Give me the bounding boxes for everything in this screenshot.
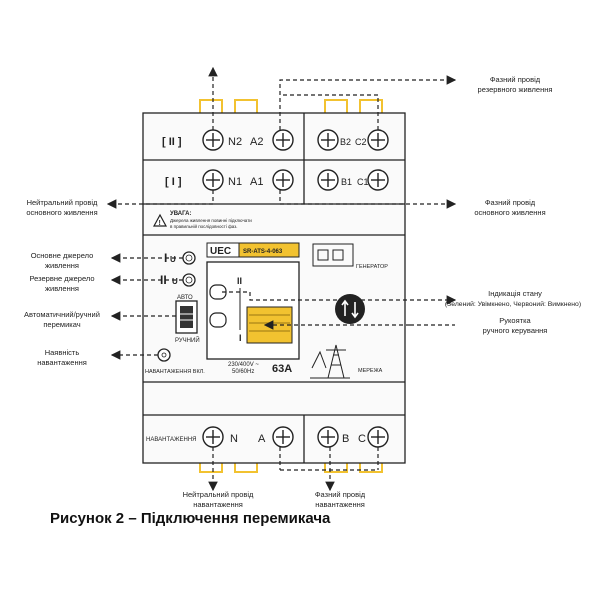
manual-label: РУЧНИЙ (175, 336, 200, 344)
auto-label: АВТО (177, 295, 193, 301)
source-2-unit: U (172, 277, 178, 286)
screw-c2 (367, 129, 389, 151)
callout-load-present-1: Наявність (45, 348, 80, 357)
callout-main-source-2: живлення (45, 261, 79, 270)
callout-handle-1: Рукоятка (499, 316, 531, 325)
model-label: SR-ATS-4-063 (243, 249, 283, 255)
handle-pos-2: II (237, 276, 242, 286)
warning-sign: ! (152, 213, 168, 227)
terminal-label-a: A (258, 433, 266, 445)
terminal-label-a1: A1 (250, 176, 263, 188)
terminal-label-b1: B1 (341, 177, 352, 187)
toggle-arrows-icon (335, 294, 365, 324)
screw-n1 (202, 169, 224, 191)
leader-lines (106, 66, 457, 492)
callout-load-neutral-2: навантаження (193, 500, 243, 509)
callout-auto-manual-2: перемикач (43, 320, 80, 329)
callout-handle-2: ручного керування (483, 326, 548, 335)
voltage-line-1: 230/400V ~ (228, 362, 259, 368)
callout-reserve-source-2: живлення (45, 284, 79, 293)
screw-b1 (317, 169, 339, 191)
load-row-label: НАВАНТАЖЕННЯ (146, 437, 196, 443)
row-label-main: [ I ] (165, 176, 182, 188)
terminal-label-c1: C1 (357, 177, 369, 187)
screw-c (367, 426, 389, 448)
figure-caption: Рисунок 2 – Підключення перемикача (50, 510, 331, 527)
load-on-label: НАВАНТАЖЕННЯ ВКЛ. (145, 369, 205, 375)
screw-a1 (272, 169, 294, 191)
generator-icon (312, 243, 354, 267)
screw-a2 (272, 129, 294, 151)
source-2-symbol: II (160, 273, 167, 287)
callout-load-phase-2: навантаження (315, 500, 365, 509)
row-label-reserve: [ II ] (162, 136, 182, 148)
callout-load-present-2: навантаження (37, 358, 87, 367)
source-1-unit: U (170, 255, 176, 264)
screw-c1 (367, 169, 389, 191)
current-rating: 63A (272, 363, 292, 375)
terminal-label-n1: N1 (228, 176, 242, 188)
callout-main-source-1: Основне джерело (31, 251, 94, 260)
network-label: МЕРЕЖА (358, 368, 383, 374)
screw-b (317, 426, 339, 448)
warning-title: УВАГА: (170, 211, 191, 217)
network-pylon-icon (310, 344, 350, 379)
callout-reserve-phase-1: Фазний провід (490, 75, 541, 84)
callout-state-2: (Зелений: Увімкнено, Червоний: Вимкнено) (445, 300, 581, 308)
terminal-label-n: N (230, 433, 238, 445)
state-indicator-icon (209, 284, 227, 328)
voltage-line-2: 50/60Hz (232, 369, 254, 375)
warning-line-1: Джерела живлення повинні підключати (170, 218, 252, 223)
callout-reserve-phase-2: резервного живлення (478, 85, 553, 94)
terminal-label-a2: A2 (250, 136, 263, 148)
screw-b2 (317, 129, 339, 151)
callout-main-phase-2: основного живлення (474, 208, 545, 217)
callout-reserve-source-1: Резервне джерело (29, 274, 94, 283)
screw-n (202, 426, 224, 448)
screw-n2 (202, 129, 224, 151)
callout-main-neutral-1: Нейтральний провід (27, 198, 98, 207)
generator-label: ГЕНЕРАТОР (356, 264, 388, 270)
callout-state-1: Індикація стану (488, 289, 542, 298)
callout-auto-manual-1: Автоматичний/ручний (24, 310, 100, 319)
callout-main-phase-1: Фазний провід (485, 198, 536, 207)
callout-main-neutral-2: основного живлення (26, 208, 97, 217)
callout-load-neutral-1: Нейтральний провід (183, 490, 254, 499)
svg-text:!: ! (159, 220, 161, 227)
handle-pos-1: I (239, 333, 242, 343)
terminal-label-b: B (342, 433, 349, 445)
terminal-label-c2: C2 (355, 137, 367, 147)
warning-line-2: в правильній послідовності фаз. (170, 223, 238, 229)
terminal-label-b2: B2 (340, 137, 351, 147)
terminal-label-n2: N2 (228, 136, 242, 148)
terminal-label-c: C (358, 433, 366, 445)
brand-logo: UEC (210, 246, 231, 257)
callout-load-phase-1: Фазний провід (315, 490, 366, 499)
screw-a (272, 426, 294, 448)
